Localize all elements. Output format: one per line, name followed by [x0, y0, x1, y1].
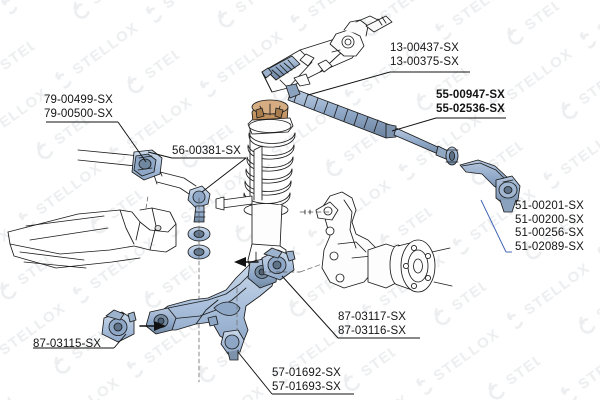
label-line: 87-03116-SX: [338, 324, 407, 337]
steering-rack-assembly: [261, 15, 393, 93]
label-line: 13-00375-SX: [390, 55, 459, 68]
label-line: 51-02089-SX: [515, 240, 584, 253]
steering-rack-boot-right: [285, 83, 397, 139]
label-line: 57-01693-SX: [272, 380, 341, 393]
label-line: 87-03117-SX: [338, 311, 407, 323]
ball-joint: [220, 329, 245, 361]
label-56-00381: 56-00381-SX: [172, 145, 241, 159]
stabilizer-link: [187, 185, 211, 383]
label-79-00499: 79-00499-SX 79-00500-SX: [44, 94, 113, 121]
label-13-00437: 13-00437-SX 13-00375-SX: [390, 42, 459, 69]
label-87-03115: 87-03115-SX: [33, 338, 101, 352]
stabilizer-bushing: [131, 149, 163, 181]
label-line: 55-00947-SX: [436, 89, 505, 101]
assembly-guides: [236, 263, 323, 331]
label-line: 57-01692-SX: [272, 367, 341, 379]
label-51-group: 51-00201-SX 51-00200-SX 51-00256-SX 51-0…: [515, 200, 584, 254]
steering-rack-boot-left: [261, 55, 301, 81]
label-line: 56-00381-SX: [172, 145, 241, 157]
leader-lines: [33, 71, 512, 395]
label-line: 51-00201-SX: [515, 200, 584, 212]
label-87-03117: 87-03117-SX 87-03116-SX: [338, 311, 406, 338]
outer-tie-rod-end: [459, 159, 521, 213]
label-line: 55-02536-SX: [436, 102, 505, 115]
label-57-01692: 57-01692-SX 57-01693-SX: [272, 367, 341, 394]
inner-tie-rod: [393, 127, 459, 166]
control-arm-bushing-rear: [234, 247, 301, 281]
label-line: 79-00499-SX: [44, 94, 113, 106]
wheel-hub: [367, 239, 453, 293]
label-line: 13-00437-SX: [390, 42, 459, 54]
label-line: 79-00500-SX: [44, 107, 113, 120]
label-line: 87-03115-SX: [33, 338, 102, 350]
front-subframe: [7, 195, 177, 269]
label-line: 51-00256-SX: [515, 227, 584, 239]
label-line-highlighted: 51-00200-SX: [515, 213, 584, 226]
label-55-00947: 55-00947-SX 55-02536-SX: [436, 89, 505, 116]
